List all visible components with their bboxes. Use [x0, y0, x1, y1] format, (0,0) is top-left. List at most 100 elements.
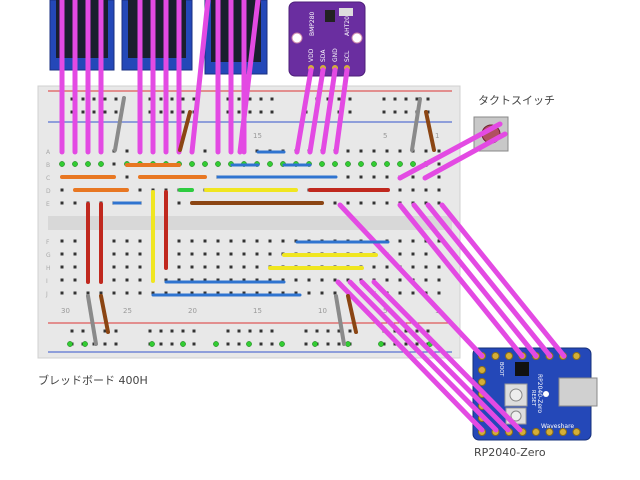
- hole: [398, 239, 402, 243]
- hole: [73, 201, 77, 205]
- col-label-5: 5: [383, 307, 387, 315]
- mcu-brand-label: Waveshare: [541, 423, 574, 430]
- wire: [294, 67, 314, 155]
- hole: [112, 252, 116, 256]
- col-label-15: 15: [253, 307, 262, 315]
- hole: [437, 291, 441, 295]
- connected-rail-hole: [312, 341, 318, 347]
- rail-hole: [226, 110, 230, 114]
- rail-hole: [248, 97, 252, 101]
- rail-hole: [226, 329, 230, 333]
- col-label-25: 25: [123, 307, 132, 315]
- hole: [203, 252, 207, 256]
- hole: [203, 278, 207, 282]
- rail-hole: [259, 329, 263, 333]
- hole: [437, 201, 441, 205]
- hole: [346, 278, 350, 282]
- sensor-board: BMP280 AHT20 VDD SDA GND SCL: [288, 1, 366, 77]
- hole: [190, 265, 194, 269]
- wire: [337, 202, 485, 359]
- hole: [125, 291, 129, 295]
- hole: [125, 239, 129, 243]
- connected-rail-hole: [82, 341, 88, 347]
- rail-hole: [404, 110, 408, 114]
- hole: [320, 291, 324, 295]
- rail-hole: [70, 97, 74, 101]
- hole: [424, 252, 428, 256]
- connected-rail-hole: [67, 341, 73, 347]
- rail-hole: [114, 342, 118, 346]
- wire: [359, 279, 511, 433]
- connected-hole: [215, 161, 221, 167]
- connected-hole: [345, 161, 351, 167]
- hole: [307, 291, 311, 295]
- wire: [410, 97, 422, 152]
- hole: [125, 278, 129, 282]
- hole: [268, 291, 272, 295]
- wire: [346, 294, 358, 334]
- hole: [359, 175, 363, 179]
- mcu-pin-bottom: [559, 428, 567, 436]
- hole: [255, 239, 259, 243]
- hole: [60, 239, 64, 243]
- rail-hole: [192, 342, 196, 346]
- breadboard: 30 25 20 15 10 5 1 15 5 1 A B C D E F G …: [37, 85, 461, 359]
- hole: [411, 239, 415, 243]
- connected-hole: [384, 161, 390, 167]
- wire: [320, 67, 338, 155]
- hole: [151, 291, 155, 295]
- hole: [177, 291, 181, 295]
- hole: [60, 265, 64, 269]
- wire: [113, 96, 126, 152]
- rail-hole: [259, 110, 263, 114]
- rail-hole: [159, 342, 163, 346]
- row-label-c: C: [46, 175, 50, 182]
- pin-label-sda: SDA: [320, 49, 327, 62]
- hole: [177, 201, 181, 205]
- hole: [268, 239, 272, 243]
- rail-hole: [337, 97, 341, 101]
- hole: [177, 278, 181, 282]
- hole: [320, 278, 324, 282]
- hole: [437, 265, 441, 269]
- rail-hole: [70, 329, 74, 333]
- hole: [242, 252, 246, 256]
- rail-hole: [81, 329, 85, 333]
- rail-hole: [348, 97, 352, 101]
- hole: [73, 265, 77, 269]
- wire: [422, 131, 508, 181]
- hole: [385, 278, 389, 282]
- hole: [125, 252, 129, 256]
- hole: [398, 252, 402, 256]
- mcu-reset-label: RESET: [530, 390, 536, 407]
- col-label-10: 10: [318, 307, 327, 315]
- row-label-h: H: [46, 265, 51, 272]
- rail-hole: [81, 97, 85, 101]
- connected-rail-hole: [213, 341, 219, 347]
- hole: [73, 252, 77, 256]
- rail-hole: [348, 110, 352, 114]
- rail-hole: [382, 342, 386, 346]
- connected-rail-hole: [149, 341, 155, 347]
- rail-hole: [192, 329, 196, 333]
- rail-hole: [326, 329, 330, 333]
- hole: [437, 149, 441, 153]
- pin-label-vdd: VDD: [308, 48, 315, 62]
- rail-hole: [270, 342, 274, 346]
- mcu-label: RP2040-Zero: [474, 446, 546, 459]
- hole: [411, 175, 415, 179]
- col-label-5-top: 5: [383, 132, 387, 140]
- hole: [216, 265, 220, 269]
- rail-hole: [426, 97, 430, 101]
- rail-hole: [226, 97, 230, 101]
- hole: [125, 149, 129, 153]
- hole: [138, 252, 142, 256]
- hole: [229, 291, 233, 295]
- rail-hole: [181, 329, 185, 333]
- hole: [177, 239, 181, 243]
- hole: [242, 291, 246, 295]
- rail-hole: [237, 342, 241, 346]
- sensor-name2-label: AHT20: [344, 16, 351, 36]
- hole: [125, 265, 129, 269]
- wire: [335, 279, 485, 433]
